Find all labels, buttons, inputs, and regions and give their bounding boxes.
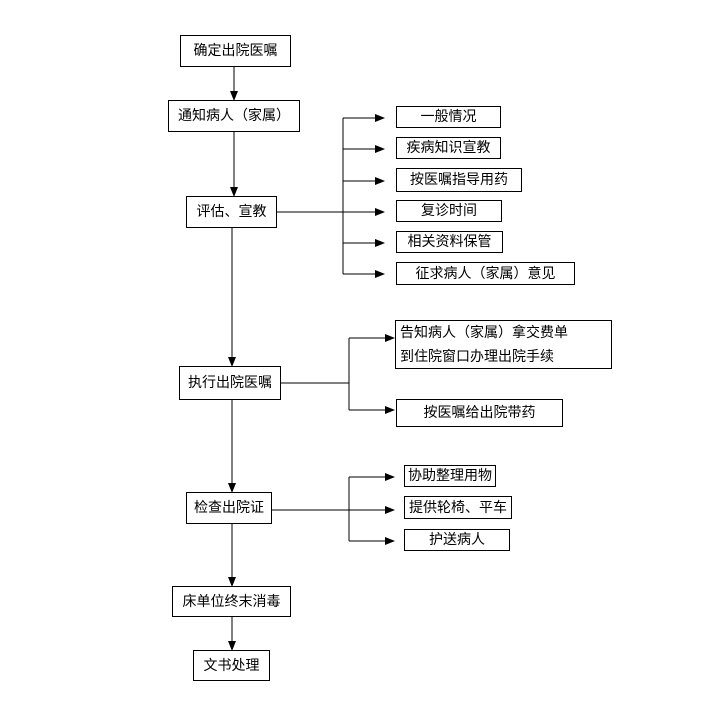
- step-assess-educate: 评估、宣教: [186, 196, 277, 228]
- education-disease-knowledge: 疾病知识宣教: [396, 137, 501, 159]
- cert-help-organize-belongings: 协助整理用物: [404, 465, 496, 487]
- education-solicit-opinions: 征求病人（家属）意见: [396, 262, 575, 285]
- step-bed-terminal-disinfection: 床单位终末消毒: [172, 586, 291, 617]
- step-document-processing: 文书处理: [193, 650, 270, 681]
- step-notify-patient: 通知病人（家属）: [168, 100, 300, 132]
- cert-provide-wheelchair: 提供轮椅、平车: [404, 496, 512, 519]
- order-discharge-medication: 按医嘱给出院带药: [396, 399, 563, 427]
- step-check-discharge-certificate: 检查出院证: [186, 492, 272, 524]
- order-notify-line-1: 告知病人（家属）拿交费单: [400, 324, 568, 341]
- education-medication-guidance: 按医嘱指导用药: [396, 168, 522, 192]
- order-notify-line-2: 到住院窗口办理出院手续: [400, 348, 554, 365]
- order-notify-payment: 告知病人（家属）拿交费单 到住院窗口办理出院手续: [395, 320, 612, 369]
- step-execute-discharge-order: 执行出院医嘱: [179, 366, 281, 400]
- cert-escort-patient: 护送病人: [404, 529, 510, 551]
- education-document-keeping: 相关资料保管: [396, 231, 503, 253]
- step-confirm-discharge-order: 确定出院医嘱: [180, 35, 291, 67]
- education-follow-up-time: 复诊时间: [396, 200, 502, 222]
- education-general-condition: 一般情况: [396, 106, 501, 128]
